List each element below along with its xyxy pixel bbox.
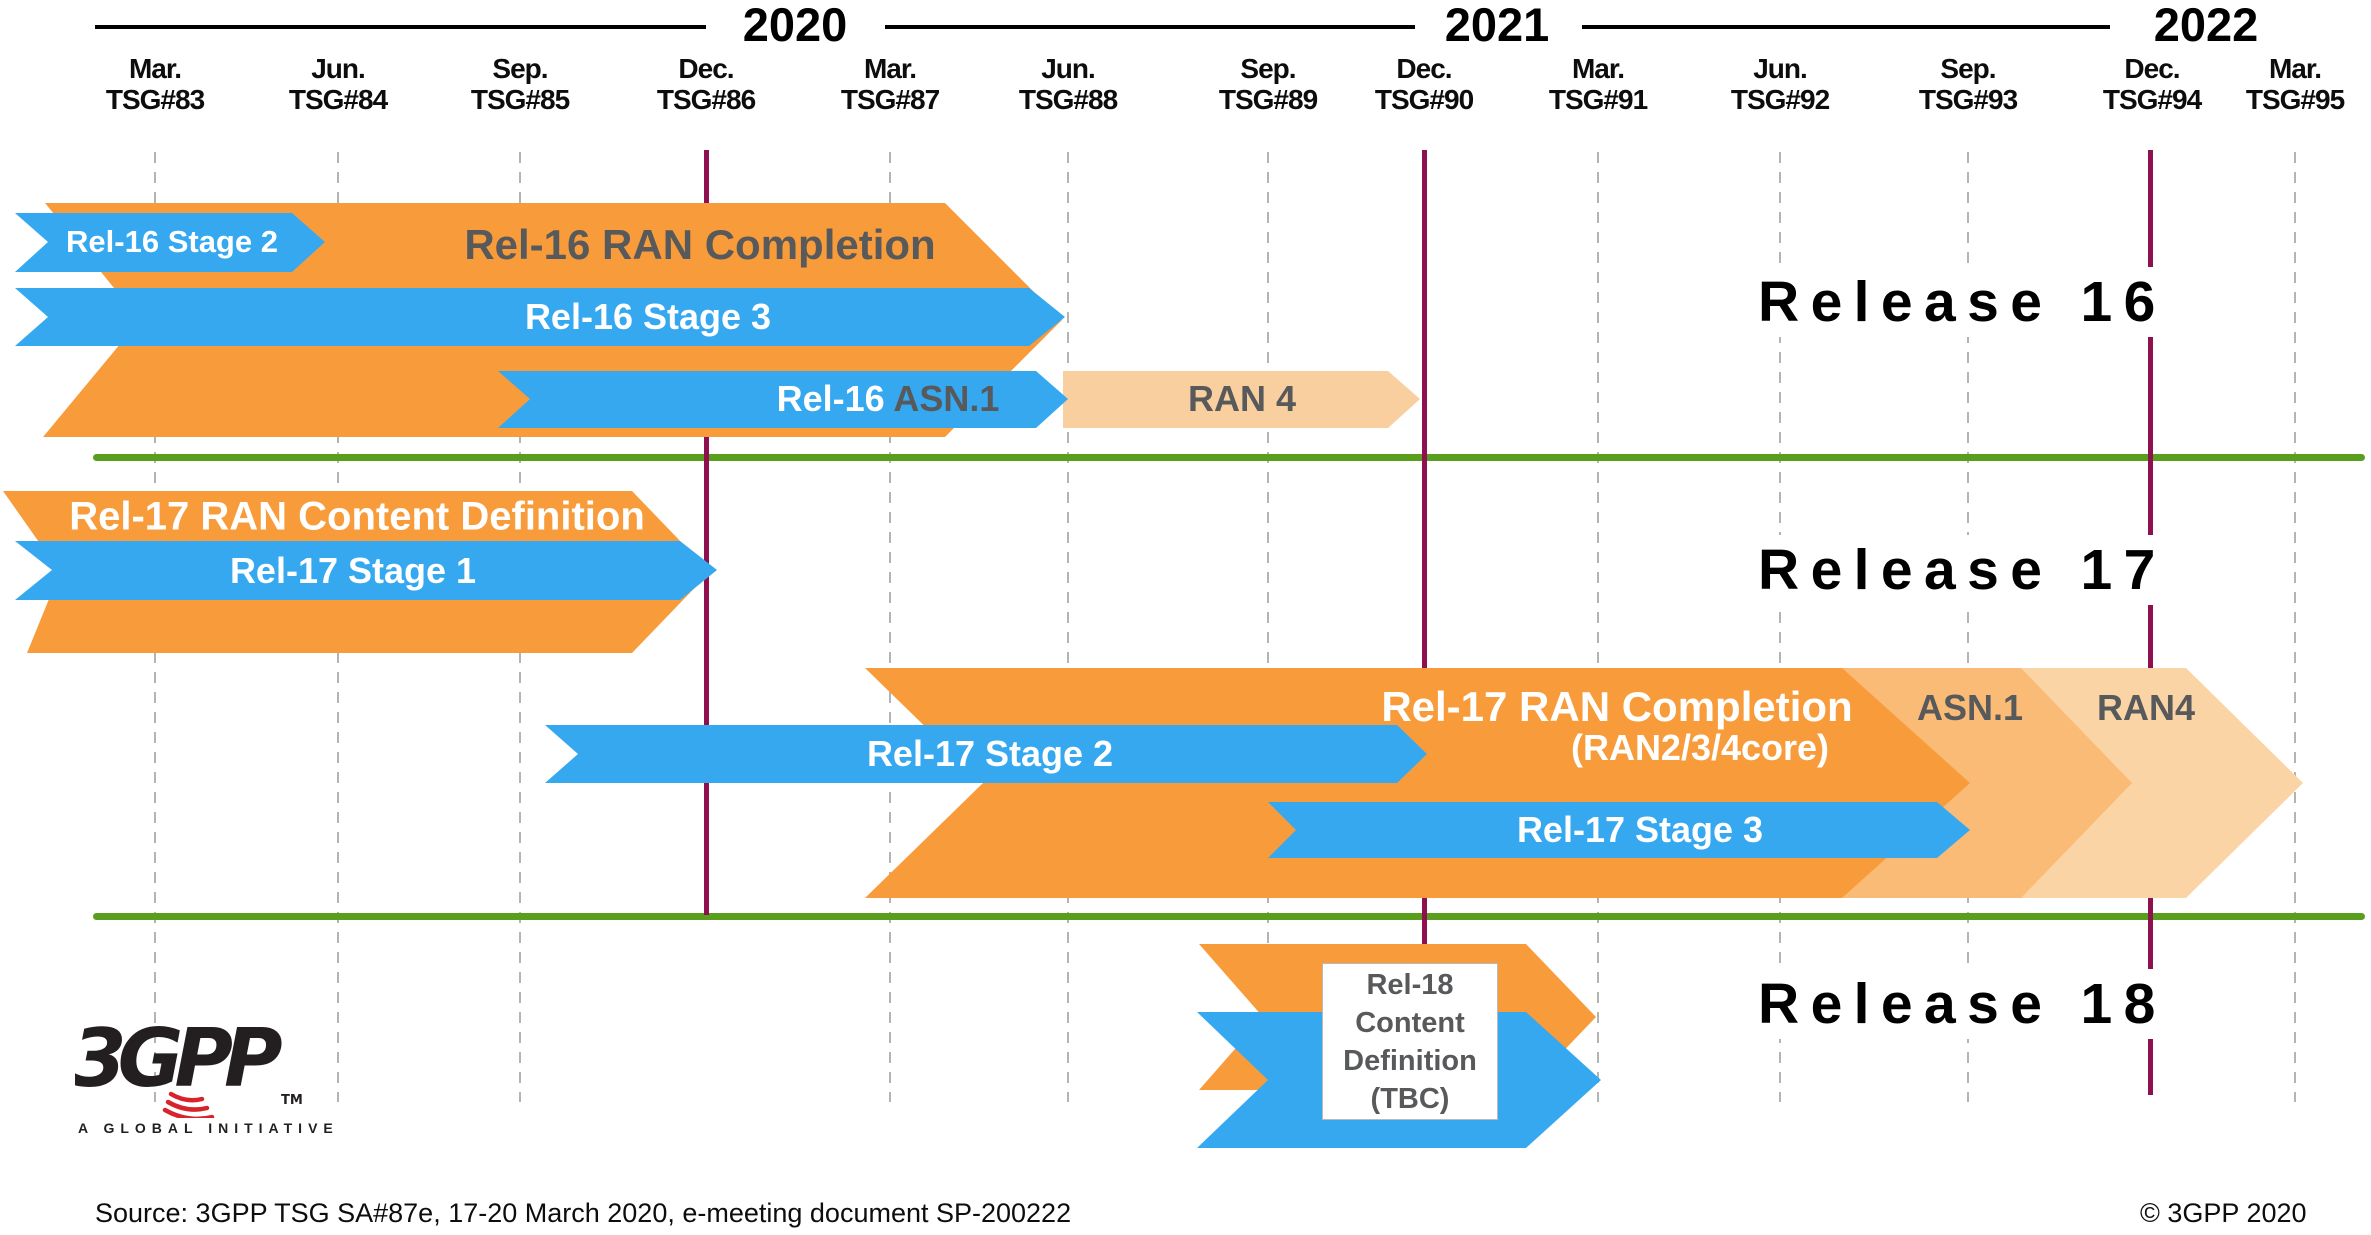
- column-month: Sep.: [492, 53, 548, 84]
- gridline-tsg89: [1267, 152, 1269, 1102]
- column-header: Sep.TSG#85: [430, 53, 610, 115]
- year-end-line-2021: [1422, 150, 1427, 1105]
- logo-tm: TM: [281, 1093, 303, 1108]
- year-label-2022: 2022: [2153, 0, 2259, 51]
- source-note: Source: 3GPP TSG SA#87e, 17-20 March 202…: [95, 1198, 1072, 1228]
- column-month: Mar.: [1571, 53, 1625, 84]
- column-meeting: TSG#93: [1918, 84, 2018, 115]
- rel17-content-definition-label: Rel-17 RAN Content Definition: [69, 494, 645, 539]
- rel17-ran4-label: RAN4: [2096, 687, 2196, 728]
- column-meeting: TSG#84: [288, 84, 388, 115]
- rel17-ran-completion-label: Rel-17 RAN Completion: [1381, 683, 1853, 730]
- rel16-stage3-label: Rel-16 Stage 3: [524, 296, 772, 337]
- column-header: Mar.TSG#95: [2205, 53, 2371, 115]
- column-header: Sep.TSG#89: [1178, 53, 1358, 115]
- year-divider-line: [95, 25, 706, 29]
- year-end-line-2020: [704, 150, 709, 915]
- column-month: Sep.: [1240, 53, 1296, 84]
- rel16-ran4-label: RAN 4: [1187, 378, 1297, 419]
- rel17-ran-completion-sublabel: (RAN2/3/4core): [1570, 727, 1830, 768]
- column-meeting: TSG#83: [105, 84, 205, 115]
- column-header: Dec.TSG#90: [1334, 53, 1514, 115]
- logo-3gpp-text: 3GPP: [75, 1012, 282, 1105]
- rel17-stage2-label: Rel-17 Stage 2: [866, 733, 1114, 774]
- rel16-asn1-label-suffix: ASN.1: [884, 378, 1000, 419]
- column-meeting: TSG#89: [1218, 84, 1318, 115]
- rel18-box-line1: Rel-18: [1366, 968, 1454, 1001]
- column-header: Mar.TSG#83: [65, 53, 245, 115]
- release18-title: Release 18: [1750, 969, 2175, 1039]
- column-header: Jun.TSG#88: [978, 53, 1158, 115]
- year-divider-line: [1582, 25, 2110, 29]
- column-month: Jun.: [1041, 53, 1096, 84]
- column-meeting: TSG#92: [1730, 84, 1830, 115]
- gridline-tsg92: [1779, 152, 1781, 1102]
- column-meeting: TSG#95: [2245, 84, 2345, 115]
- rel18-box-line3: Definition: [1343, 1044, 1477, 1077]
- rel16-asn1-bar: [498, 371, 1068, 428]
- rel18-box-line4: (TBC): [1370, 1082, 1450, 1115]
- rel16-stage2-label: Rel-16 Stage 2: [66, 224, 278, 259]
- separator-rel17-rel18: [93, 913, 2365, 920]
- rel16-ran-completion-label: Rel-16 RAN Completion: [464, 221, 936, 268]
- rel17-stage1-bar: [15, 541, 717, 600]
- column-month: Sep.: [1940, 53, 1996, 84]
- gridline-tsg88: [1067, 152, 1069, 1102]
- rel16-asn1-label-prefix: Rel-16: [776, 378, 885, 419]
- rel18-box-line2: Content: [1355, 1006, 1465, 1039]
- column-header: Jun.TSG#92: [1690, 53, 1870, 115]
- column-meeting: TSG#85: [470, 84, 570, 115]
- rel17-stage3-bar: [1268, 802, 1970, 858]
- column-header: Dec.TSG#86: [616, 53, 796, 115]
- copyright-note: © 3GPP 2020: [2140, 1198, 2307, 1228]
- column-header: Jun.TSG#84: [248, 53, 428, 115]
- column-month: Mar.: [2268, 53, 2322, 84]
- column-month: Jun.: [311, 53, 366, 84]
- column-month: Mar.: [128, 53, 182, 84]
- rel16-ran4-bar: [1063, 371, 1420, 428]
- rel17-stage2-bar: [545, 725, 1427, 783]
- column-month: Dec.: [678, 53, 734, 84]
- column-meeting: TSG#91: [1548, 84, 1648, 115]
- rel17-stage3-label: Rel-17 Stage 3: [1516, 809, 1764, 850]
- column-header: Sep.TSG#93: [1878, 53, 2058, 115]
- rel17-stage1-label: Rel-17 Stage 1: [229, 550, 477, 591]
- 3gpp-logo: 3GPP TM: [71, 998, 315, 1122]
- column-month: Dec.: [1396, 53, 1452, 84]
- rel16-stage3-bar: [15, 288, 1065, 346]
- column-month: Jun.: [1753, 53, 1808, 84]
- column-meeting: TSG#94: [2102, 84, 2202, 115]
- gridline-tsg91: [1597, 152, 1599, 1102]
- column-meeting: TSG#88: [1018, 84, 1118, 115]
- rel16-stage2-bar: [15, 213, 325, 272]
- gridline-tsg87: [889, 152, 891, 1102]
- gridline-tsg95: [2294, 152, 2296, 1102]
- year-divider-line: [885, 25, 1415, 29]
- column-meeting: TSG#90: [1374, 84, 1474, 115]
- column-month: Dec.: [2124, 53, 2180, 84]
- column-header: Mar.TSG#91: [1508, 53, 1688, 115]
- rel17-asn1-label: ASN.1: [1916, 687, 2024, 728]
- year-label-2020: 2020: [742, 0, 848, 51]
- release17-title: Release 17: [1750, 535, 2175, 605]
- column-meeting: TSG#86: [656, 84, 756, 115]
- year-label-2021: 2021: [1444, 0, 1550, 51]
- logo-tagline: A GLOBAL INITIATIVE: [78, 1120, 339, 1136]
- rel16-asn1-label: Rel-16 ASN.1: [777, 378, 1000, 420]
- rel18-content-definition-box: Rel-18 Content Definition (TBC): [1322, 963, 1498, 1120]
- release16-title: Release 16: [1750, 267, 2175, 337]
- year-end-line-2022: [2148, 150, 2153, 1095]
- column-header: Dec.TSG#94: [2062, 53, 2242, 115]
- separator-rel16-rel17: [93, 454, 2365, 461]
- column-header: Mar.TSG#87: [800, 53, 980, 115]
- column-meeting: TSG#87: [840, 84, 940, 115]
- rel17-ran-completion-arrow: [865, 668, 1970, 898]
- column-month: Mar.: [863, 53, 917, 84]
- gridline-tsg93: [1967, 152, 1969, 1102]
